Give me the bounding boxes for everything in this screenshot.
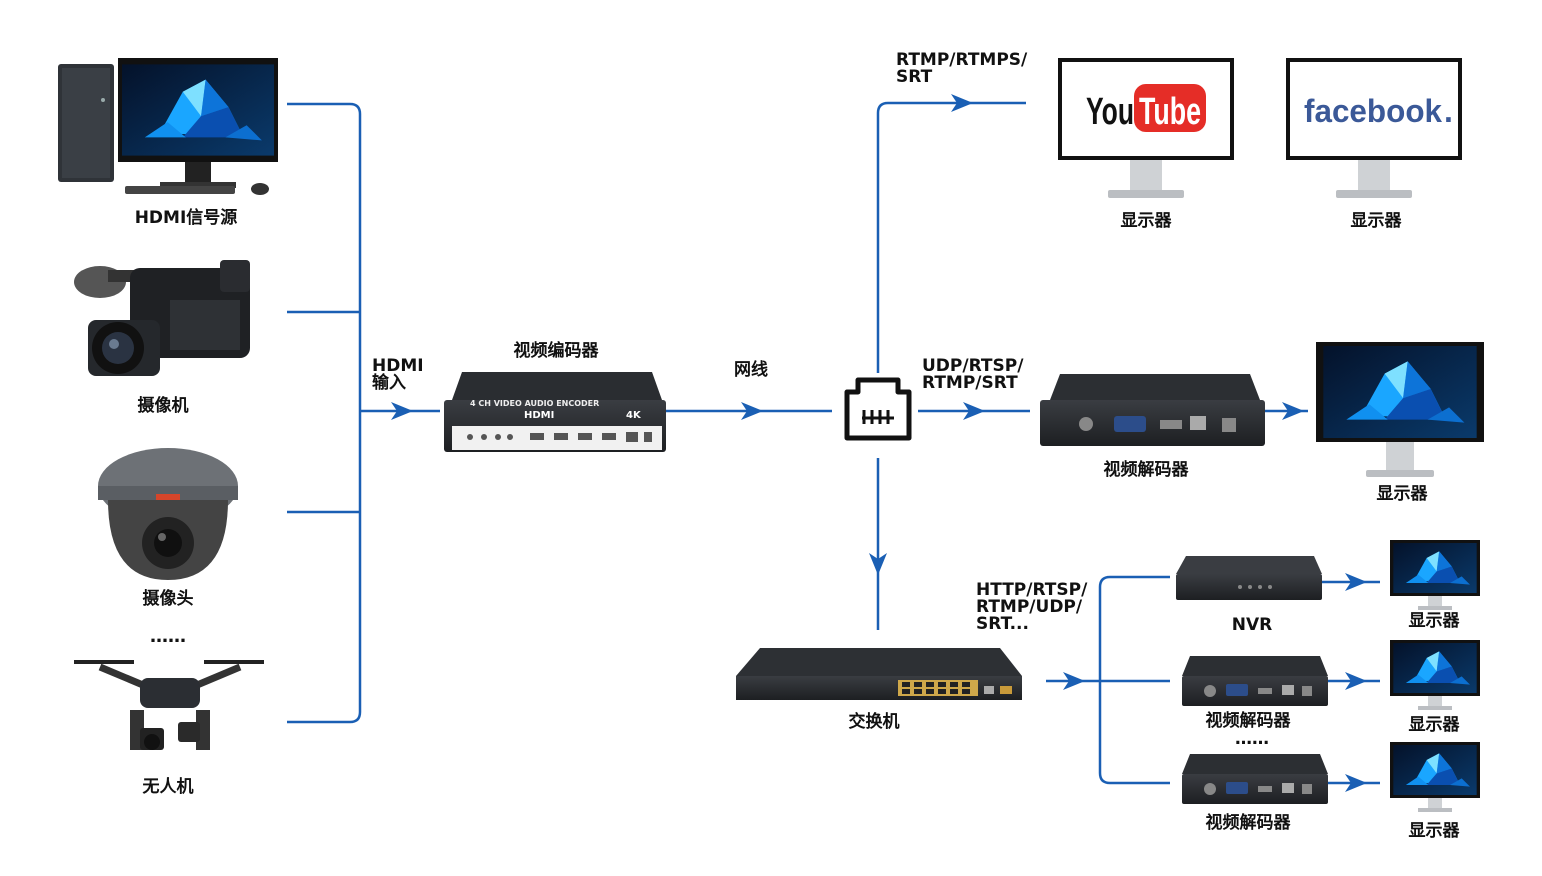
drone-label: 无人机 <box>142 777 194 797</box>
monitor-icon <box>1390 742 1480 812</box>
cable-label: 网线 <box>734 360 768 380</box>
camcorder-icon <box>74 260 250 376</box>
facebook-logo-dot: . <box>1444 93 1453 129</box>
display-label: 显示器 <box>1408 611 1460 631</box>
display-label: 显示器 <box>1376 484 1428 504</box>
decoder-protocol-line2: RTMP/SRT <box>922 373 1018 393</box>
decoder-icon <box>1040 374 1265 446</box>
arrow-icon <box>963 402 985 420</box>
switch-label: 交换机 <box>848 712 900 732</box>
dome-camera-icon <box>98 448 238 580</box>
display-label: 显示器 <box>1120 211 1172 231</box>
display-label: 显示器 <box>1408 715 1460 735</box>
desktop-pc-icon <box>58 58 278 195</box>
hdmi-source-label: HDMI信号源 <box>134 208 238 228</box>
hdmi-input-label: HDMI 输入 <box>372 358 424 392</box>
svg-text:4 CH VIDEO AUDIO ENCODER: 4 CH VIDEO AUDIO ENCODER <box>470 399 599 408</box>
sources-ellipsis: …… <box>150 626 186 647</box>
display-label: 显示器 <box>1408 821 1460 841</box>
arrow-icon <box>741 402 763 420</box>
encoder-icon: 4 CH VIDEO AUDIO ENCODER HDMI 4K <box>444 372 666 452</box>
switch-protocol-line2: RTMP/UDP/ <box>976 597 1083 617</box>
display-label: 显示器 <box>1350 211 1402 231</box>
monitor-icon <box>1390 540 1480 610</box>
decoder-protocol-line1: UDP/RTSP/ <box>922 356 1024 376</box>
decoder-label: 视频解码器 <box>1205 711 1291 731</box>
decoder-label: 视频解码器 <box>1205 813 1291 833</box>
streaming-protocol-line2: SRT <box>896 67 933 87</box>
arrow-icon <box>1345 573 1367 591</box>
monitor-icon: You Tube <box>1058 58 1234 198</box>
arrow-icon <box>951 94 973 112</box>
drone-icon <box>74 660 264 750</box>
hdmi-input-line2: 输入 <box>372 373 406 393</box>
switch-protocol-line1: HTTP/RTSP/ <box>976 580 1088 600</box>
arrow-icon <box>869 553 887 575</box>
arrow-icon <box>1345 672 1367 690</box>
monitor-icon: facebook . <box>1286 58 1462 198</box>
facebook-logo: facebook <box>1304 93 1442 129</box>
ethernet-port-icon <box>844 377 912 441</box>
monitor-icon <box>1316 342 1484 477</box>
hdmi-input-line1: HDMI <box>372 356 424 376</box>
nvr-icon <box>1176 556 1322 600</box>
decoder-protocol-label: UDP/RTSP/ RTMP/SRT <box>922 358 1023 392</box>
decoder-label: 视频解码器 <box>1103 460 1189 480</box>
nvr-label: NVR <box>1231 615 1273 635</box>
arrow-icon <box>1063 672 1085 690</box>
arrow-icon <box>1345 774 1367 792</box>
monitor-icon <box>1390 640 1480 710</box>
decoder-icon <box>1182 754 1328 804</box>
streaming-protocol-line1: RTMP/RTMPS/ <box>896 50 1028 70</box>
arrow-icon <box>391 402 413 420</box>
encoder-label: 视频编码器 <box>513 341 599 361</box>
switch-protocol-line3: SRT... <box>976 614 1029 634</box>
decoder-icon <box>1182 656 1328 706</box>
switch-protocol-label: HTTP/RTSP/ RTMP/UDP/ SRT... <box>976 582 1087 633</box>
decoders-ellipsis: …… <box>1235 729 1269 749</box>
arrows <box>391 94 1367 792</box>
svg-text:4K: 4K <box>626 410 642 421</box>
streaming-protocol-label: RTMP/RTMPS/ SRT <box>896 52 1027 86</box>
youtube-logo-tube: Tube <box>1139 91 1201 133</box>
camcorder-label: 摄像机 <box>137 396 189 416</box>
youtube-logo-you: You <box>1086 91 1134 133</box>
svg-text:HDMI: HDMI <box>524 410 554 421</box>
camera-label: 摄像头 <box>142 589 194 609</box>
switch-icon <box>736 648 1022 700</box>
arrow-icon <box>1282 402 1304 420</box>
